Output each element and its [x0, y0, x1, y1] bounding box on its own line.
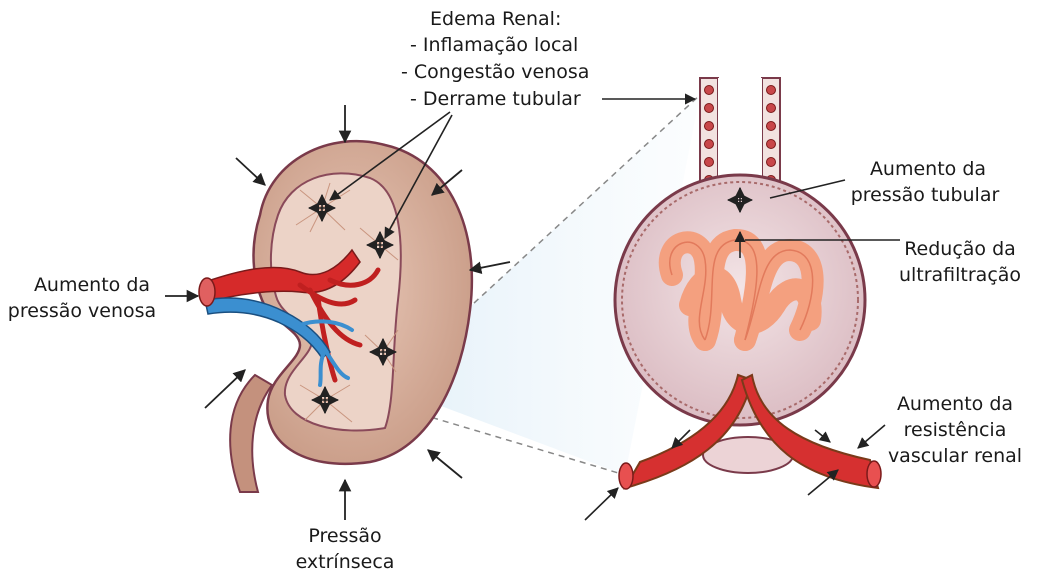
venous-pressure-label-line1: Aumento da — [22, 274, 162, 297]
ureter — [230, 375, 272, 492]
vascular-resistance-label-line2: resistência — [890, 419, 1020, 442]
tubular-pressure-label-line1: Aumento da — [848, 158, 1008, 181]
arrow-icon — [585, 488, 618, 520]
vascular-resistance-label-line1: Aumento da — [890, 393, 1020, 416]
tubular-pressure-label-line2: pressão tubular — [840, 184, 1010, 207]
ultrafiltration-label-line1: Redução da — [895, 238, 1025, 261]
edema-title: Edema Renal: — [430, 8, 561, 31]
arteriole-end-left — [619, 463, 633, 489]
ultrafiltration-label-line2: ultrafiltração — [890, 264, 1030, 287]
extrinsic-pressure-label-line2: extrínseca — [285, 551, 405, 574]
kidney — [199, 141, 472, 492]
extrinsic-pressure-label-line1: Pressão — [290, 525, 400, 548]
edema-item-congestion: - Congestão venosa — [401, 61, 589, 84]
edema-item-inflammation: - Inflamação local — [410, 34, 578, 57]
arrow-icon — [428, 450, 462, 478]
arrow-icon — [236, 158, 265, 185]
venous-pressure-label-line2: pressão venosa — [2, 300, 162, 323]
arteriole-end-right — [867, 461, 881, 487]
edema-item-effusion: - Derrame tubular — [410, 88, 581, 111]
vascular-resistance-label-line3: vascular renal — [880, 445, 1030, 468]
arrow-icon — [815, 430, 830, 442]
arrow-icon — [470, 262, 510, 270]
vessel-ends — [199, 278, 215, 306]
